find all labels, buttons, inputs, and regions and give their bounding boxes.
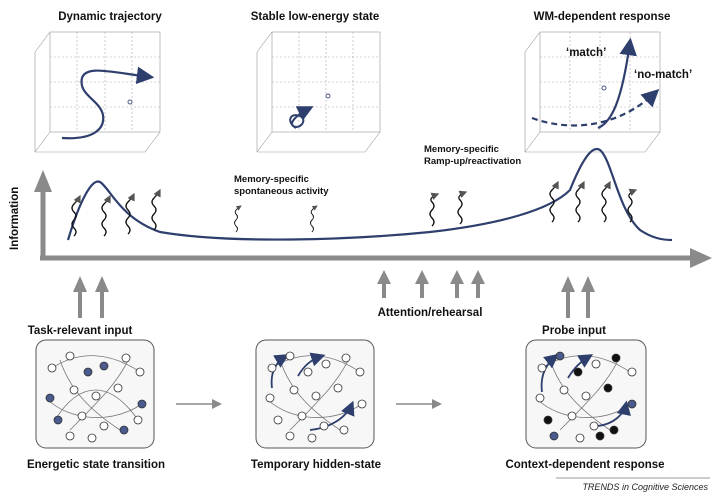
task-relevant-input-label: Task-relevant input — [28, 325, 133, 337]
y-axis-arrowhead — [34, 170, 52, 192]
match-label: ‘match’ — [566, 47, 606, 59]
squiggle — [101, 194, 111, 237]
task-input-arrow — [73, 276, 87, 318]
no-match-label: ‘no-match’ — [634, 69, 692, 81]
squiggle — [549, 180, 559, 223]
squiggle — [429, 192, 440, 227]
energetic-state-transition-label: Energetic state transition — [27, 459, 165, 471]
match-trajectory — [597, 37, 637, 130]
state-space-panel-right — [524, 31, 661, 153]
attention-arrow — [471, 270, 485, 298]
x-axis-arrowhead — [690, 248, 712, 268]
information-curve — [66, 147, 673, 242]
title-stable-low-energy: Stable low-energy state — [251, 11, 379, 23]
squiggle — [151, 188, 161, 231]
probe-input-label: Probe input — [542, 325, 606, 337]
spontaneous-activity-label-1: Memory-specific — [234, 174, 309, 185]
attractor-dot-right — [601, 85, 607, 91]
squiggle — [125, 192, 135, 235]
state-space-panel-middle — [256, 31, 381, 153]
trajectory-curve-left — [61, 66, 155, 140]
transition-arrow-2 — [396, 399, 442, 409]
rampup-label-2: Ramp-up/reactivation — [424, 156, 521, 167]
spontaneous-activity-label-2: spontaneous activity — [234, 186, 329, 197]
squiggle — [601, 180, 611, 223]
squiggle — [575, 180, 585, 223]
rampup-label-1: Memory-specific — [424, 144, 499, 155]
attention-arrow — [415, 270, 429, 298]
squiggle — [627, 188, 638, 223]
state-space-panel-left — [34, 31, 161, 153]
input-arrows — [73, 270, 595, 318]
y-axis-label: Information — [9, 187, 21, 250]
network-box-middle — [255, 339, 375, 449]
title-dynamic-trajectory: Dynamic trajectory — [58, 11, 162, 23]
probe-input-arrow — [581, 276, 595, 318]
task-input-arrow — [95, 276, 109, 318]
transition-arrow-1 — [176, 399, 222, 409]
network-box-right — [525, 339, 647, 449]
attention-rehearsal-label: Attention/rehearsal — [378, 307, 483, 319]
probe-input-arrow — [561, 276, 575, 318]
attractor-dot-left — [127, 99, 133, 105]
squiggle — [310, 205, 318, 233]
attention-arrow — [450, 270, 464, 298]
no-match-trajectory — [531, 88, 660, 127]
squiggle — [457, 190, 468, 225]
temporary-hidden-state-label: Temporary hidden-state — [251, 459, 381, 471]
context-dependent-response-label: Context-dependent response — [505, 459, 664, 471]
activity-squiggles — [71, 180, 638, 237]
journal-credit: TRENDS in Cognitive Sciences — [582, 482, 708, 492]
attention-arrow — [377, 270, 391, 298]
title-wm-dependent-response: WM-dependent response — [534, 11, 671, 23]
network-box-left — [35, 339, 155, 449]
squiggle — [234, 205, 242, 233]
squiggle — [71, 194, 81, 237]
trajectory-curve-middle — [289, 106, 314, 129]
attractor-dot-middle — [325, 93, 331, 99]
